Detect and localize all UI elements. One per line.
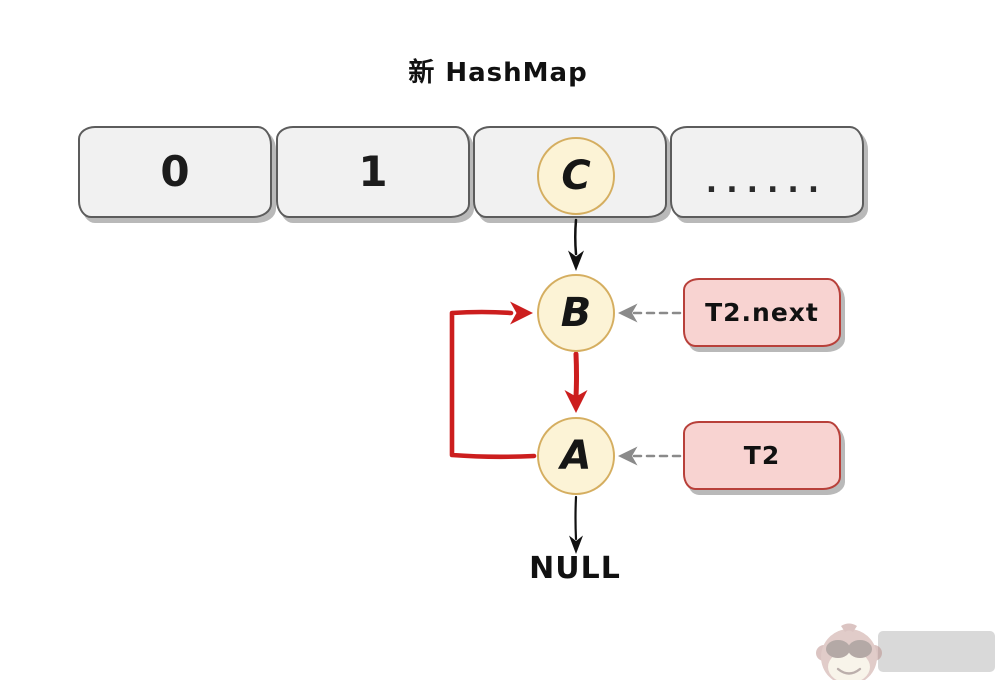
bucket-ellipsis-label: ...... [705, 165, 829, 200]
page-title: 新 HashMap [408, 58, 588, 88]
arrow-a-to-null [569, 495, 583, 554]
bucket-label: 0 [160, 147, 190, 196]
node-c: C [537, 137, 615, 215]
arrow-b-to-a [564, 351, 588, 413]
node-c-label: C [561, 153, 591, 199]
pointer-t2-label: T2 [743, 441, 781, 470]
pointer-box-t2next: T2.next [683, 278, 841, 347]
node-a-label: A [560, 433, 592, 479]
pointer-t2next-label: T2.next [705, 298, 819, 327]
arrow-t2next-to-b [618, 303, 682, 323]
bucket-label: 1 [358, 147, 388, 196]
arrow-t2-to-a [618, 446, 682, 466]
arrow-a-to-b-loop [449, 301, 537, 460]
watermark-text-block [878, 631, 995, 672]
node-a: A [537, 417, 615, 495]
watermark [816, 623, 995, 680]
null-terminator-label: NULL [529, 551, 621, 586]
bucket-3: ...... [670, 126, 864, 218]
node-b: B [537, 274, 615, 352]
bucket-1: 1 [276, 126, 470, 218]
node-b-label: B [560, 290, 592, 336]
arrow-c-to-b [568, 218, 584, 271]
bucket-0: 0 [78, 126, 272, 218]
monkey-icon [816, 623, 882, 680]
pointer-box-t2: T2 [683, 421, 841, 490]
